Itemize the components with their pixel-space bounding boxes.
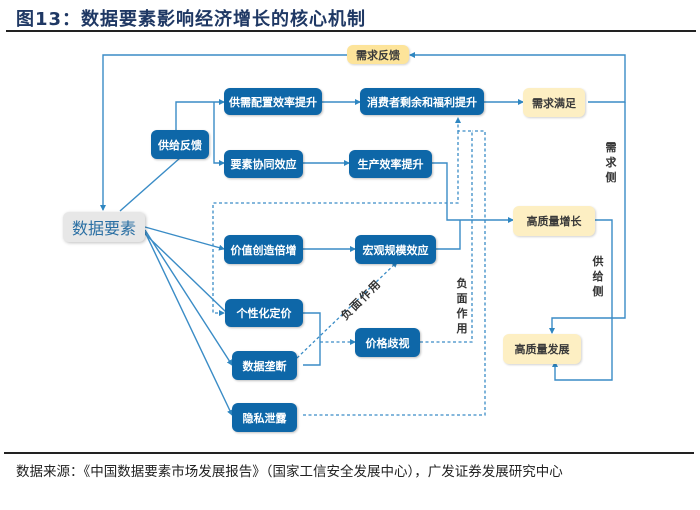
edge-demand-to-development xyxy=(549,102,626,334)
label-negative-effect-vertical: 负面作用 xyxy=(456,277,468,335)
edge-supply-feedback-to-data xyxy=(119,157,181,212)
edge-demand-loop-right xyxy=(409,52,626,103)
edge-monopoly-to-macro-dashed xyxy=(296,261,398,359)
node-supply-feedback: 供给反馈 xyxy=(151,130,209,159)
node-high-quality-development: 高质量发展 xyxy=(503,334,581,364)
title-divider xyxy=(6,30,696,32)
node-demand-satisfaction: 需求满足 xyxy=(523,88,585,117)
node-personalized-pricing: 个性化定价 xyxy=(225,299,303,327)
node-high-quality-growth: 高质量增长 xyxy=(513,206,595,236)
edge-pricing-join xyxy=(303,312,321,366)
figure-title: 图13：数据要素影响经济增长的核心机制 xyxy=(16,9,367,30)
label-supply-side: 供给侧 xyxy=(592,255,604,298)
edge-demand-feedback-to-data xyxy=(100,54,347,211)
node-price-discrimination: 价格歧视 xyxy=(355,328,420,357)
node-productivity: 生产效率提升 xyxy=(349,150,432,178)
label-demand-side: 需求侧 xyxy=(605,141,617,184)
diagram-connectors xyxy=(100,52,626,416)
edge-data-to-value xyxy=(144,226,225,251)
edge-productivity-to-growth xyxy=(432,162,514,223)
node-value-creation: 价值创造倍增 xyxy=(224,235,303,264)
edge-data-to-pricing xyxy=(142,231,227,313)
edge-privacy-loop-dashed xyxy=(303,130,486,416)
node-element-synergy: 要素协同效应 xyxy=(224,150,303,178)
edge-growth-to-development xyxy=(552,219,613,381)
source-note: 数据来源：《中国数据要素市场发展报告》（国家工信安全发展中心），广发证券发展研究… xyxy=(16,464,563,480)
node-supply-demand-allocation: 供需配置效率提升 xyxy=(224,88,322,115)
node-macro-scale: 宏观规模效应 xyxy=(355,235,436,264)
node-data-monopoly: 数据垄断 xyxy=(232,351,297,380)
edge-value-box-dashed xyxy=(212,131,459,316)
edge-discrimination-loop-dashed xyxy=(420,117,473,343)
node-demand-feedback: 需求反馈 xyxy=(347,45,409,64)
edge-data-to-monopoly xyxy=(144,229,233,366)
edge-supply-feedback-branch xyxy=(175,99,225,130)
edge-data-to-privacy xyxy=(144,231,233,416)
edge-macro-to-growth xyxy=(436,220,461,250)
node-privacy-leak: 隐私泄露 xyxy=(232,403,297,432)
node-data-elements: 数据要素 xyxy=(63,212,145,242)
edge-branch-to-synergy xyxy=(213,102,225,166)
footer-divider xyxy=(4,452,694,454)
node-consumer-surplus: 消费者剩余和福利提升 xyxy=(360,88,484,115)
